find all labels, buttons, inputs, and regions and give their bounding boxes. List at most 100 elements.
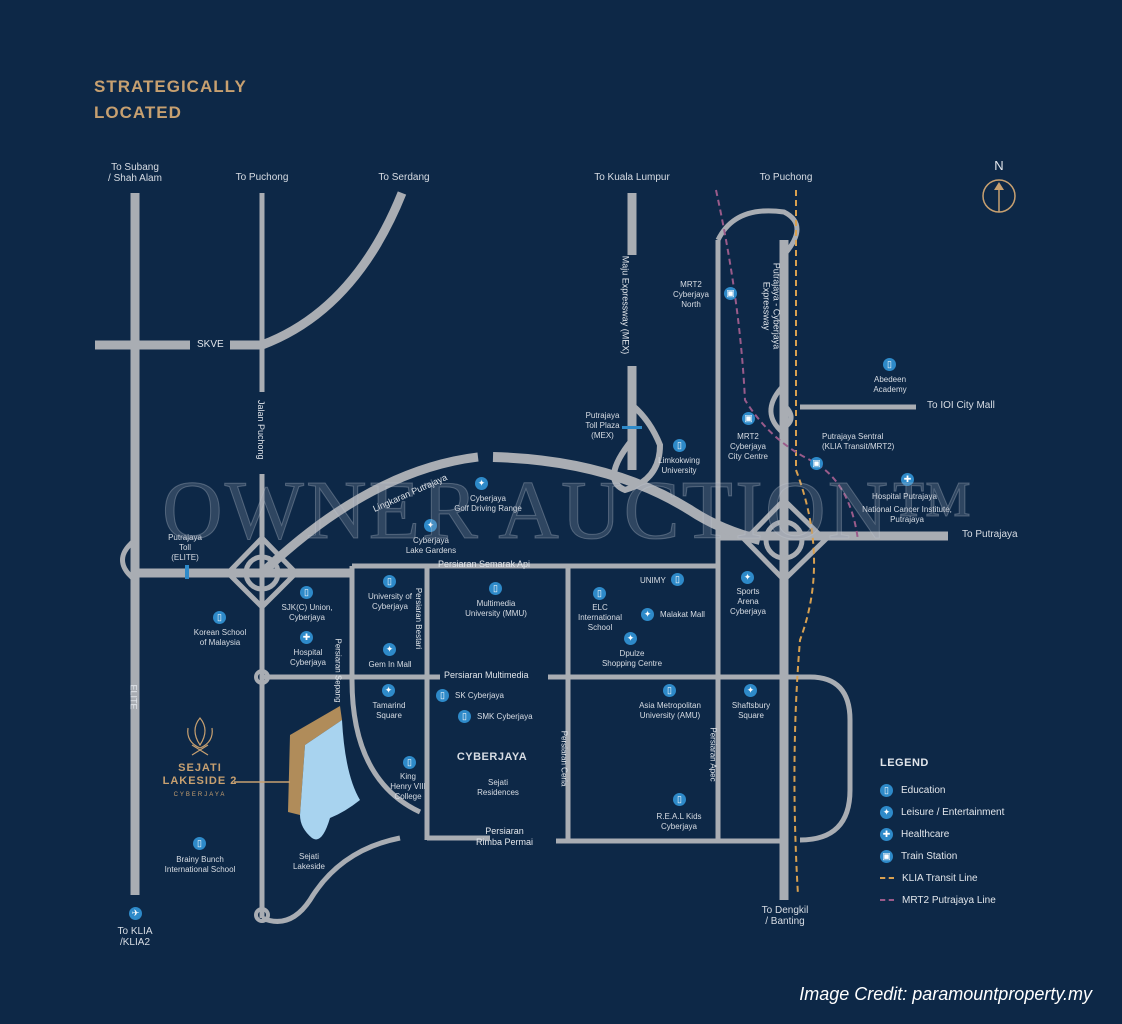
road-mex: Maju Expressway (MEX) (620, 255, 631, 355)
star-icon: ✦ (424, 519, 437, 532)
book-icon: ▯ (489, 582, 502, 595)
place-unimy: UNIMY (640, 576, 666, 585)
place-putrajaya-toll-elite: Putrajaya Toll (ELITE) (168, 533, 202, 562)
place-putrajaya-sentral: Putrajaya Sentral (KLIA Transit/MRT2) (822, 432, 895, 451)
cross-icon: ✚ (880, 827, 893, 841)
star-icon: ✦ (741, 571, 754, 584)
direction-kuala-lumpur: To Kuala Lumpur (594, 172, 670, 183)
book-icon: ▯ (213, 611, 226, 624)
place-hospital-cyberjaya: Hospital Cyberjaya (289, 648, 326, 667)
cross-icon: ✚ (901, 473, 914, 486)
star-icon: ✦ (624, 632, 637, 645)
mex-toll-marker (622, 426, 642, 429)
book-icon: ▯ (593, 587, 606, 600)
legend-item-education: ▯ Education (880, 779, 1004, 801)
watermark: OWNER AUCTION™ (162, 464, 975, 558)
place-multimedia-university: Multimedia University (MMU) (465, 599, 527, 618)
place-king-henry-viii-college: King Henry VIII College (390, 772, 426, 801)
train-icon: ▣ (810, 457, 823, 470)
place-sports-arena: Sports Arena Cyberjaya (729, 587, 766, 616)
place-mrt2-cyberjaya-city-centre: MRT2 Cyberjaya City Centre (727, 432, 768, 461)
direction-klia: To KLIA /KLIA2 (117, 926, 153, 948)
place-sejati-lakeside: Sejati Lakeside (292, 852, 326, 871)
brand-subtitle: CYBERJAYA (173, 792, 227, 798)
direction-dengkil: To Dengkil / Banting (761, 905, 809, 927)
page-title: STRATEGICALLY LOCATED (94, 77, 247, 122)
place-limkokwing-university: Limkokwing University (658, 456, 700, 475)
legend-title: LEGEND (880, 757, 929, 769)
book-icon: ▯ (383, 575, 396, 588)
cross-icon: ✚ (300, 631, 313, 644)
airport-icon: ✈ (129, 907, 142, 920)
brand-name: SEJATI LAKESIDE 2 (162, 762, 238, 787)
place-national-cancer-institute: National Cancer Institute, Putrajaya (862, 505, 952, 524)
place-gem-in-mall: Gem In Mall (368, 660, 412, 669)
place-shaftsbury-square: Shaftsbury Square (731, 701, 771, 720)
klia-transit-swatch (880, 877, 894, 879)
place-mex-toll: Putrajaya Toll Plaza (MEX) (585, 411, 620, 440)
place-abedeen-academy: Abedeen Academy (873, 375, 907, 394)
image-credit: Image Credit: paramountproperty.my (799, 984, 1092, 1004)
star-icon: ✦ (475, 477, 488, 490)
star-icon: ✦ (641, 608, 654, 621)
legend-item-klia-transit: KLIA Transit Line (880, 867, 1004, 889)
book-icon: ▯ (880, 783, 893, 797)
star-icon: ✦ (880, 805, 893, 819)
road-semarak-api: Persiaran Semarak Api (438, 559, 531, 569)
sejati-emblem (187, 717, 213, 756)
mrt2-swatch (880, 899, 894, 901)
road-pce: Putrajaya - Cyberjaya Expressway (761, 262, 782, 350)
book-icon: ▯ (458, 710, 471, 723)
book-icon: ▯ (671, 573, 684, 586)
legend-item-mrt2: MRT2 Putrajaya Line (880, 889, 1004, 911)
direction-puchong-east: To Puchong (759, 172, 813, 183)
road-elite: ELITE (128, 684, 139, 710)
road-multimedia: Persiaran Multimedia (444, 670, 529, 680)
road-apec: Persiaran Apec (708, 727, 718, 782)
sejati-lakeside-brand: SEJATI LAKESIDE 2 CYBERJAYA (160, 712, 240, 798)
legend: LEGEND ▯ Education ✦ Leisure / Entertain… (880, 757, 1004, 911)
direction-putrajaya: To Putrajaya (962, 529, 1018, 540)
place-malakat-mall: Malakat Mall (660, 610, 705, 619)
place-elc-international-school: ELC International School (577, 603, 623, 632)
direction-serdang: To Serdang (378, 172, 430, 183)
place-korean-school: Korean School of Malaysia (193, 628, 247, 647)
compass-label: N (994, 158, 1004, 173)
sejati-lake (300, 720, 360, 840)
place-golf-driving-range: Cyberjaya Golf Driving Range (454, 494, 522, 513)
place-mrt2-cyberjaya-north: MRT2 Cyberjaya North (672, 280, 709, 309)
book-icon: ▯ (300, 586, 313, 599)
direction-ioi-city-mall: To IOI City Mall (927, 400, 995, 411)
train-icon: ▣ (724, 287, 737, 300)
mrt2-putrajaya-line (715, 189, 859, 541)
star-icon: ✦ (744, 684, 757, 697)
place-cyberjaya: CYBERJAYA (456, 751, 528, 763)
place-lake-gardens: Cyberjaya Lake Gardens (405, 536, 457, 555)
place-sjkc-union: SJK(C) Union, Cyberjaya (281, 603, 333, 622)
place-smk-cyberjaya: SMK Cyberjaya (477, 712, 533, 721)
train-icon: ▣ (880, 849, 893, 863)
place-dpulze: Dpulze Shopping Centre (601, 649, 663, 668)
book-icon: ▯ (883, 358, 896, 371)
legend-item-train-station: ▣ Train Station (880, 845, 1004, 867)
place-real-kids: R.E.A.L Kids Cyberjaya (656, 812, 702, 831)
book-icon: ▯ (193, 837, 206, 850)
book-icon: ▯ (663, 684, 676, 697)
book-icon: ▯ (673, 793, 686, 806)
star-icon: ✦ (382, 684, 395, 697)
road-sepang: Persiaran Sepang (333, 638, 343, 703)
book-icon: ▯ (436, 689, 449, 702)
legend-item-healthcare: ✚ Healthcare (880, 823, 1004, 845)
place-sk-cyberjaya: SK Cyberjaya (455, 691, 504, 700)
sejati-land-parcel (288, 706, 342, 815)
place-tamarind-square: Tamarind Square (372, 701, 406, 720)
book-icon: ▯ (403, 756, 416, 769)
klia-transit-line (793, 190, 815, 896)
road-jalan-puchong: Jalan Puchong (256, 400, 266, 460)
direction-subang: To Subang / Shah Alam (108, 162, 162, 184)
place-university-of-cyberjaya: University of Cyberjaya (367, 592, 412, 611)
legend-item-leisure: ✦ Leisure / Entertainment (880, 801, 1004, 823)
road-rimba-permai: Persiaran Rimba Permai (476, 826, 534, 847)
